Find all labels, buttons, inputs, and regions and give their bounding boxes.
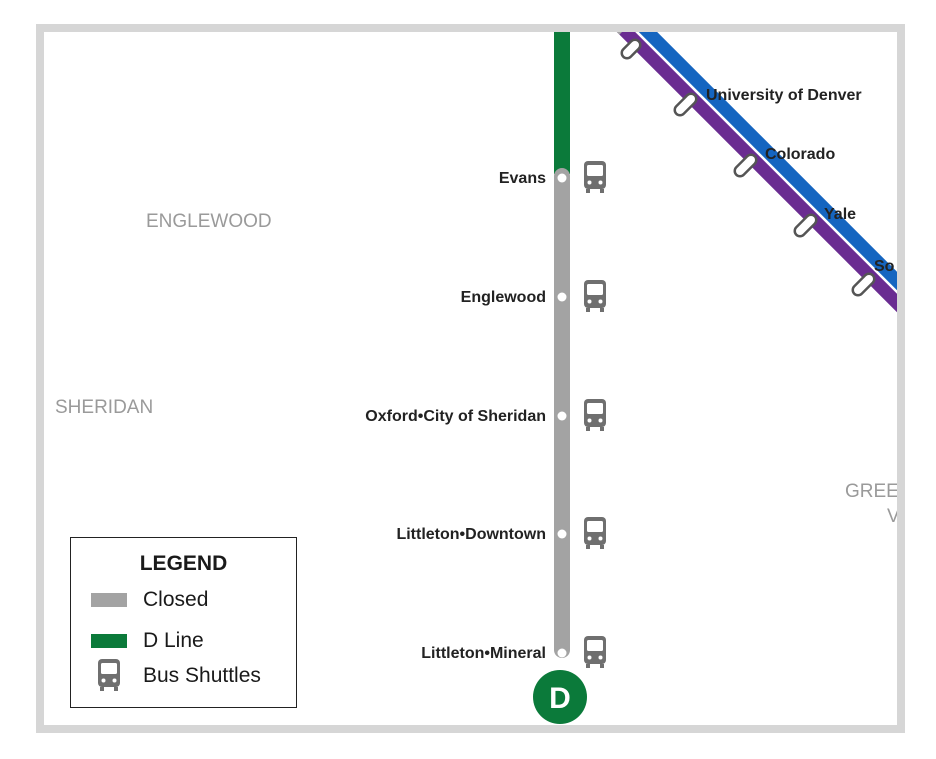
- station-marker-oxford[interactable]: [557, 411, 567, 421]
- bus-icon: [584, 161, 606, 193]
- legend-label-bus-shuttles: Bus Shuttles: [143, 664, 261, 687]
- bus-icon: [584, 399, 606, 431]
- legend-label-d-line: D Line: [143, 629, 204, 652]
- legend-title: LEGEND: [139, 552, 228, 575]
- d-line-badge[interactable]: D: [533, 670, 587, 724]
- station-label-littleton-downtown[interactable]: Littleton•Downtown: [396, 526, 546, 543]
- southeast-line: [616, 32, 897, 313]
- closed-swatch: [91, 593, 127, 607]
- bus-icon: [584, 636, 606, 668]
- legend-item-d-line: D Line: [91, 627, 204, 655]
- station-marker-evans[interactable]: [557, 173, 567, 183]
- station-marker-yale[interactable]: [793, 213, 818, 238]
- bus-icon: [91, 659, 127, 693]
- station-marker[interactable]: [620, 38, 642, 60]
- station-marker-littleton-downtown[interactable]: [557, 529, 567, 539]
- transit-map: ENGLEWOOD SHERIDAN GREEN V University of…: [55, 32, 897, 724]
- station-label-colorado[interactable]: Colorado: [765, 146, 835, 163]
- area-label-village: V: [887, 506, 897, 527]
- station-label-southmoor[interactable]: So: [874, 258, 895, 275]
- station-marker-littleton-mineral[interactable]: [557, 648, 567, 658]
- station-marker-englewood[interactable]: [557, 292, 567, 302]
- d-line-badge-letter: D: [549, 682, 571, 715]
- station-label-university-of-denver[interactable]: University of Denver: [706, 87, 862, 104]
- legend-item-closed: Closed: [91, 586, 208, 614]
- station-marker-university-of-denver[interactable]: [673, 92, 698, 117]
- area-label-englewood: ENGLEWOOD: [146, 211, 272, 232]
- station-label-oxford[interactable]: Oxford•City of Sheridan: [365, 408, 546, 425]
- legend-item-bus-shuttles: Bus Shuttles: [91, 659, 261, 693]
- bus-icon: [584, 517, 606, 549]
- area-label-sheridan: SHERIDAN: [55, 397, 153, 418]
- station-label-evans[interactable]: Evans: [499, 170, 546, 187]
- station-marker-colorado[interactable]: [733, 153, 758, 178]
- station-marker-southmoor[interactable]: [851, 272, 876, 297]
- legend-label-closed: Closed: [143, 588, 209, 611]
- d-line-swatch: [91, 634, 127, 648]
- station-label-yale[interactable]: Yale: [824, 206, 856, 223]
- station-label-littleton-mineral[interactable]: Littleton•Mineral: [421, 645, 546, 662]
- d-line-open-segment: [554, 32, 570, 174]
- legend: LEGEND Closed D Line Bus Shuttles: [70, 537, 297, 708]
- station-label-englewood[interactable]: Englewood: [461, 289, 546, 306]
- area-label-greenwood: GREEN: [845, 481, 897, 502]
- bus-icon: [584, 280, 606, 312]
